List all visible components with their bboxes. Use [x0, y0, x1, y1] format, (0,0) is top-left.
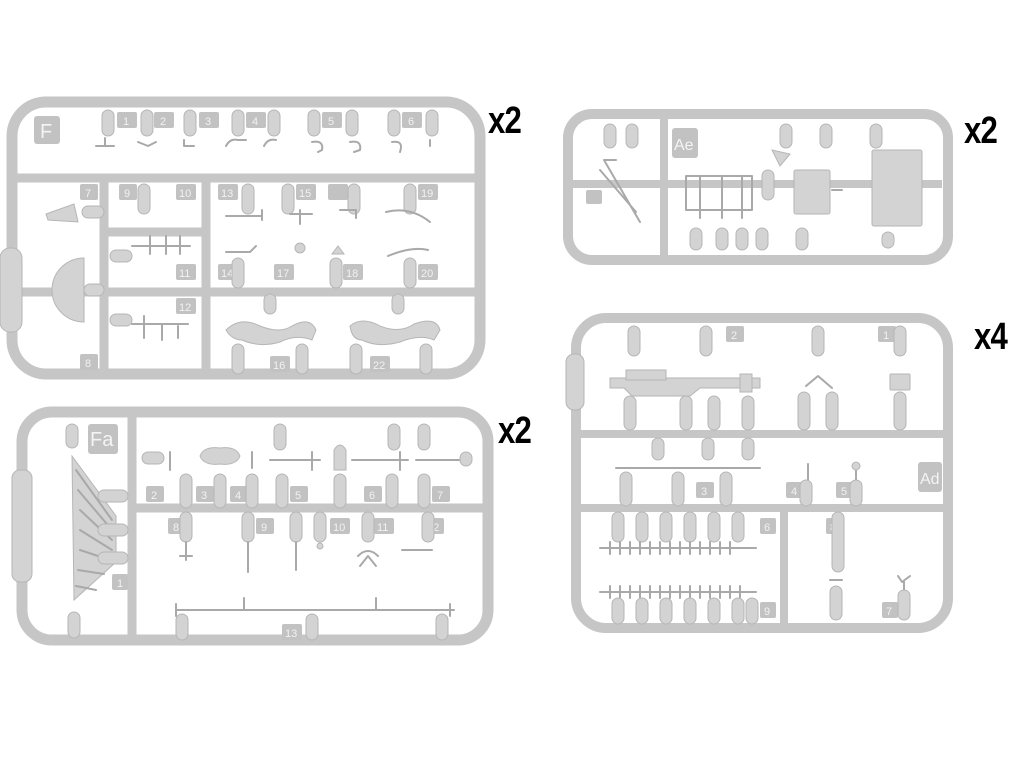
sprue-f: F 1 2 3 4 5 6 — [0, 96, 486, 380]
sprue-f-num-3: 3 — [205, 116, 211, 128]
sprue-f-num-14: 14 — [221, 268, 233, 280]
sprue-fa-num-13: 13 — [285, 628, 297, 640]
sprue-ad-side-handle — [565, 353, 585, 411]
sprue-ad-num-5: 5 — [841, 486, 847, 498]
sprue-fa-num-9: 9 — [261, 522, 267, 534]
sprue-f-num-17: 17 — [277, 268, 289, 280]
sprue-fa-letter-tab — [88, 424, 118, 454]
sprue-a: Ae — [563, 109, 953, 265]
sprue-fa-num-6: 6 — [369, 490, 375, 502]
sprue-fa-num-10: 10 — [333, 522, 345, 534]
sprue-fa-runners — [127, 414, 486, 638]
sprue-a-letter: Ae — [674, 137, 694, 154]
sprue-f-num-18: 18 — [346, 268, 358, 280]
sprue-f-num-10: 10 — [179, 188, 191, 200]
sprue-fa-num-1: 1 — [117, 578, 123, 590]
sprue-f-num-20: 20 — [421, 268, 433, 280]
sprue-ad-num-3: 3 — [701, 486, 707, 498]
sprue-f-side-handle — [0, 247, 23, 333]
sprue-a-parts — [586, 123, 923, 251]
sprue-ad: Ad 1 2 3 4 5 6 7 8 9 — [565, 313, 953, 633]
sprue-ad-num-7: 7 — [886, 606, 892, 618]
sprue-f-quantity: x2 — [488, 100, 522, 142]
sprue-f-num-4: 4 — [252, 116, 258, 128]
sprue-ad-num-4: 4 — [791, 486, 797, 498]
sprue-ad-num-9: 9 — [764, 606, 770, 618]
sprue-fa-parts — [141, 423, 473, 641]
sprue-ad-letter-tab — [918, 462, 942, 492]
sprue-f-grid-tabs — [80, 184, 438, 372]
sprue-f-top-small-parts — [95, 137, 431, 153]
sprue-f-runners — [14, 173, 478, 372]
sprue-ad-num-1: 1 — [883, 330, 889, 342]
sprue-ad-quantity: x4 — [974, 316, 1008, 358]
sprue-fa-num-8: 8 — [173, 522, 179, 534]
sprue-a-wires — [599, 159, 843, 223]
sprue-a-letter-tab — [672, 128, 698, 158]
sprue-f-num-8: 8 — [85, 358, 91, 370]
sprue-ad-runners — [580, 430, 944, 624]
sprue-ad-parts — [599, 325, 911, 625]
sprue-f-num-7: 7 — [85, 188, 91, 200]
sprue-f-top-gates — [101, 109, 439, 137]
sprue-ad-letter: Ad — [920, 471, 940, 488]
sprue-fa: Fa 1 2 3 4 5 6 — [11, 406, 494, 646]
sprue-f-num-22: 22 — [373, 360, 385, 372]
sprue-f-num-16: 16 — [273, 360, 285, 372]
sprue-fa-num-11: 11 — [377, 522, 388, 534]
sprue-f-top-tabs — [117, 112, 422, 128]
sprue-fa-num-3: 3 — [201, 490, 207, 502]
sprue-f-num-13: 13 — [221, 188, 233, 200]
sprue-fa-num-2: 2 — [151, 490, 157, 502]
sprue-f-num-2: 2 — [160, 116, 166, 128]
sprue-f-num-6: 6 — [408, 116, 414, 128]
sprue-f-wires — [131, 209, 431, 341]
sprue-f-num-9: 9 — [124, 188, 130, 200]
sprue-f-letter-tab — [34, 116, 60, 144]
sprue-fa-letter: Fa — [90, 429, 114, 451]
sprue-f-num-11: 11 — [179, 268, 190, 280]
sprue-fa-num-7: 7 — [437, 490, 443, 502]
sprue-fa-num-4: 4 — [235, 490, 241, 502]
sprue-a-frame — [563, 109, 953, 265]
sprue-fa-quantity: x2 — [498, 410, 532, 452]
sprue-f-num-1: 1 — [123, 116, 129, 128]
sprue-fa-side-handle — [11, 469, 33, 583]
sprue-f-num-19: 19 — [421, 188, 433, 200]
sprue-ad-num-2: 2 — [731, 330, 737, 342]
sprue-f-frame — [6, 96, 486, 380]
sprue-f-num-15: 15 — [299, 188, 311, 200]
sprue-f-parts — [45, 183, 441, 375]
sprue-f-num-12: 12 — [179, 302, 191, 314]
sprue-ad-frame — [571, 313, 953, 633]
sprue-a-quantity: x2 — [964, 110, 998, 152]
sprue-f-num-5: 5 — [328, 116, 334, 128]
sprue-ad-tabs — [696, 326, 898, 618]
sprue-ad-num-6: 6 — [764, 522, 770, 534]
sprue-f-letter: F — [40, 121, 52, 143]
sprue-fa-leaf-spring — [65, 423, 129, 639]
sprue-fa-num-5: 5 — [295, 490, 301, 502]
